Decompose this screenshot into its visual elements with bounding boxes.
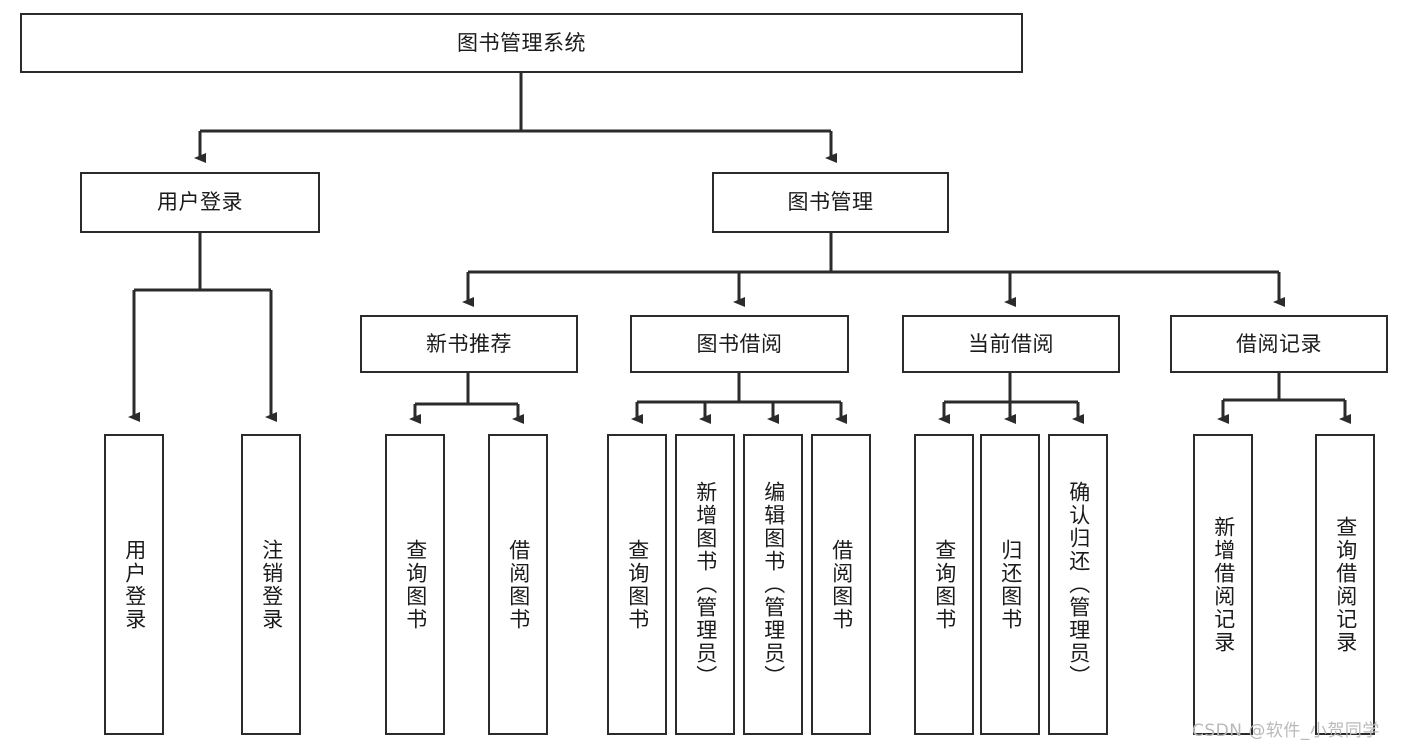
node-new-book-recommend[interactable]: 新书推荐 bbox=[360, 315, 578, 373]
node-leaf-query-book-1-label: 查询图书 bbox=[403, 538, 428, 631]
node-book-borrow-label: 图书借阅 bbox=[696, 331, 783, 356]
node-root-label: 图书管理系统 bbox=[457, 30, 586, 55]
node-leaf-query-record[interactable]: 查询借阅记录 bbox=[1315, 434, 1375, 735]
node-book-borrow[interactable]: 图书借阅 bbox=[630, 315, 849, 373]
node-book-manage[interactable]: 图书管理 bbox=[712, 172, 949, 233]
node-leaf-user-login-label: 用户登录 bbox=[122, 538, 147, 631]
node-current-borrow[interactable]: 当前借阅 bbox=[902, 315, 1120, 373]
node-leaf-query-book-3-label: 查询图书 bbox=[932, 538, 957, 631]
node-leaf-add-book[interactable]: 新增图书（管理员） bbox=[675, 434, 735, 735]
node-leaf-user-login[interactable]: 用户登录 bbox=[104, 434, 164, 735]
csdn-watermark: CSDN @软件_小贺同学 bbox=[1192, 721, 1380, 741]
node-leaf-edit-book-label: 编辑图书（管理员） bbox=[761, 481, 786, 688]
node-leaf-logout-login-label: 注销登录 bbox=[259, 538, 284, 631]
node-leaf-borrow-book-1[interactable]: 借阅图书 bbox=[488, 434, 548, 735]
node-leaf-logout-login[interactable]: 注销登录 bbox=[241, 434, 301, 735]
node-leaf-query-book-2[interactable]: 查询图书 bbox=[607, 434, 667, 735]
node-leaf-confirm-return[interactable]: 确认归还（管理员） bbox=[1048, 434, 1108, 735]
node-borrow-record[interactable]: 借阅记录 bbox=[1170, 315, 1388, 373]
node-borrow-record-label: 借阅记录 bbox=[1236, 331, 1322, 356]
node-book-manage-label: 图书管理 bbox=[787, 190, 874, 215]
node-user-login[interactable]: 用户登录 bbox=[80, 172, 320, 233]
node-leaf-query-record-label: 查询借阅记录 bbox=[1333, 515, 1358, 654]
node-root[interactable]: 图书管理系统 bbox=[20, 13, 1023, 73]
node-leaf-add-record-label: 新增借阅记录 bbox=[1211, 515, 1236, 654]
node-leaf-return-book[interactable]: 归还图书 bbox=[980, 434, 1040, 735]
node-leaf-edit-book[interactable]: 编辑图书（管理员） bbox=[743, 434, 803, 735]
node-new-book-recommend-label: 新书推荐 bbox=[426, 331, 512, 356]
node-leaf-add-book-label: 新增图书（管理员） bbox=[693, 481, 718, 688]
node-leaf-query-book-1[interactable]: 查询图书 bbox=[385, 434, 445, 735]
node-leaf-borrow-book-2-label: 借阅图书 bbox=[829, 538, 854, 631]
node-leaf-query-book-2-label: 查询图书 bbox=[625, 538, 650, 631]
node-user-login-label: 用户登录 bbox=[157, 190, 243, 215]
node-current-borrow-label: 当前借阅 bbox=[968, 331, 1054, 356]
node-leaf-query-book-3[interactable]: 查询图书 bbox=[914, 434, 974, 735]
node-leaf-return-book-label: 归还图书 bbox=[998, 538, 1023, 631]
node-leaf-borrow-book-1-label: 借阅图书 bbox=[506, 538, 531, 631]
node-leaf-add-record[interactable]: 新增借阅记录 bbox=[1193, 434, 1253, 735]
node-leaf-confirm-return-label: 确认归还（管理员） bbox=[1066, 481, 1091, 688]
node-leaf-borrow-book-2[interactable]: 借阅图书 bbox=[811, 434, 871, 735]
